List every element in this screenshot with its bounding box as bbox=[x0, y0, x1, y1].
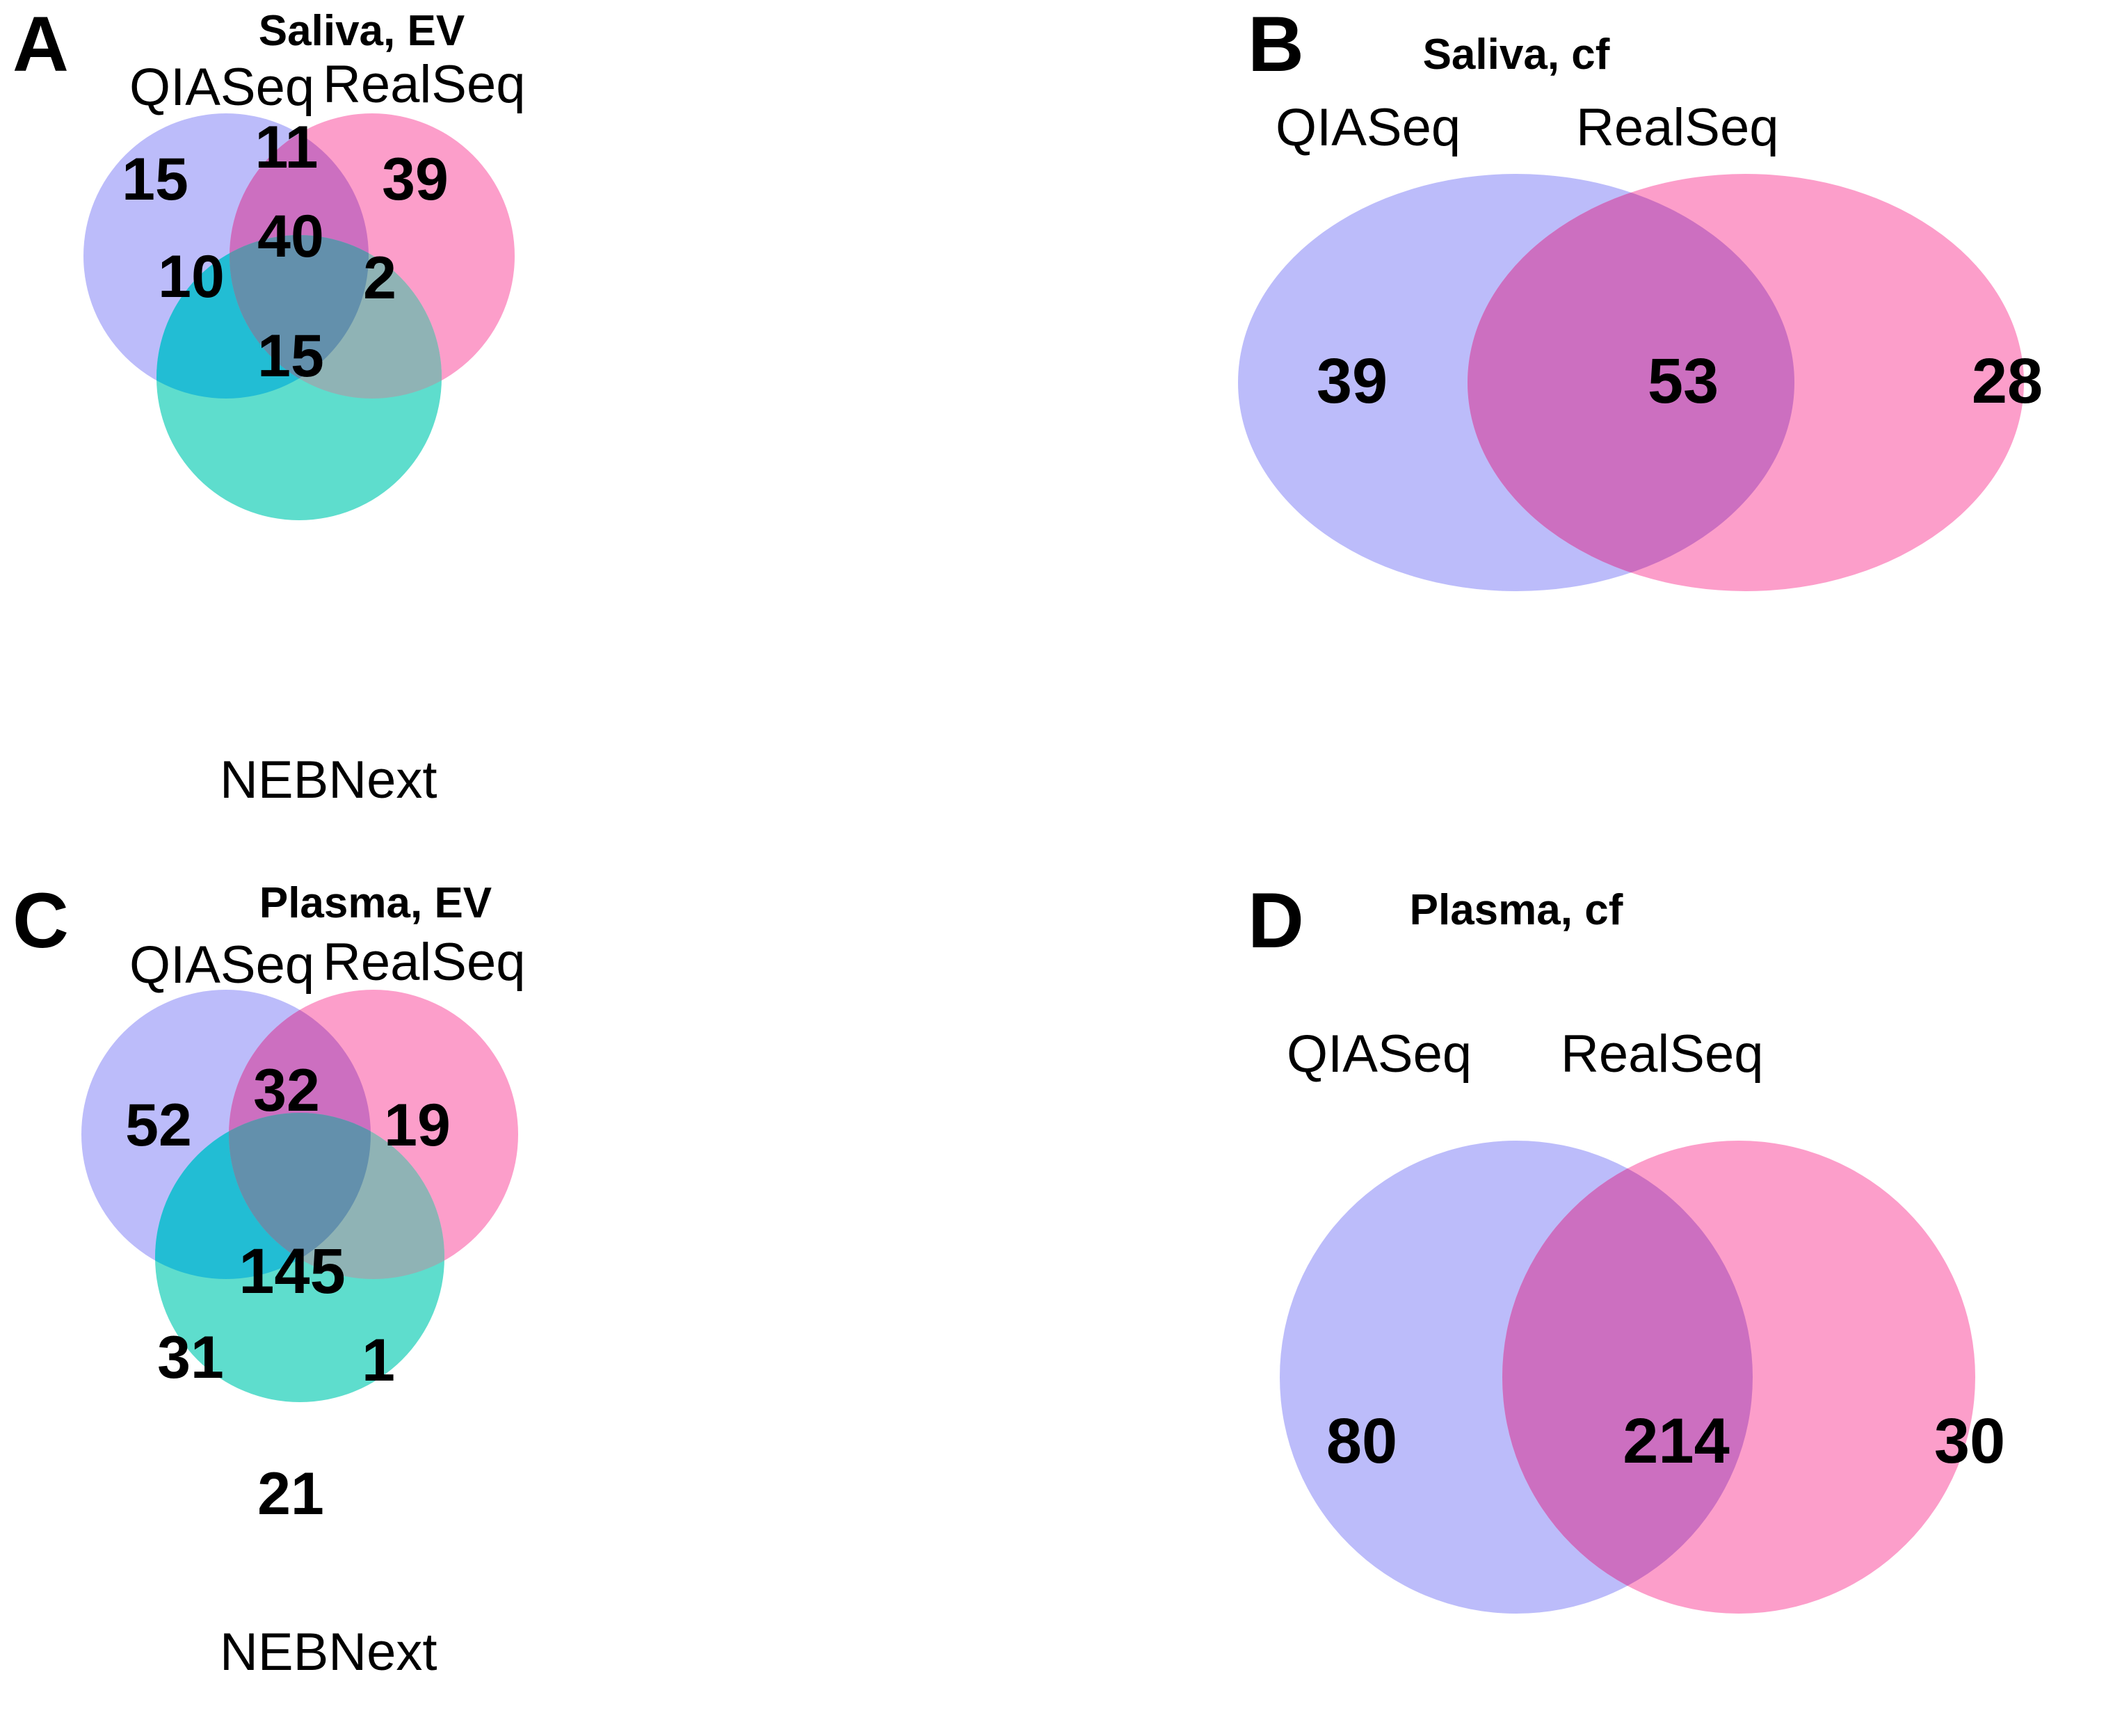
panel-b-venn-shapes bbox=[1238, 174, 2024, 591]
panel-c-count-qiaseq-only: 52 bbox=[125, 1092, 192, 1159]
panel-a-count-realseq-nebnext: 2 bbox=[363, 245, 396, 312]
panel-a-count-qiaseq-only: 15 bbox=[122, 146, 188, 213]
panel-b-count-realseq-only: 28 bbox=[1971, 346, 2043, 417]
panel-a-label-qiaseq: QIASeq bbox=[129, 58, 315, 117]
panel-d-venn-shapes bbox=[1280, 1141, 1975, 1614]
panel-a-count-qiaseq-realseq: 11 bbox=[255, 114, 319, 181]
venn-overlap-all-three bbox=[230, 235, 369, 399]
panel-a-count-realseq-only: 39 bbox=[382, 146, 449, 213]
venn-overlap-all-three bbox=[229, 1113, 371, 1279]
panel-c-count-realseq-nebnext: 1 bbox=[362, 1327, 395, 1394]
panel-b-letter: B bbox=[1248, 1, 1304, 88]
panel-d-title: Plasma, cf bbox=[1409, 886, 1623, 934]
panel-c-count-qiaseq-realseq: 32 bbox=[253, 1057, 320, 1124]
panel-d-count-qiaseq-only: 80 bbox=[1326, 1406, 1398, 1477]
panel-c-label-qiaseq: QIASeq bbox=[129, 935, 315, 995]
venn-overlap-qiaseq-realseq bbox=[1468, 174, 1794, 591]
panel-d-label-realseq: RealSeq bbox=[1561, 1024, 1764, 1084]
panel-c-label-nebnext: NEBNext bbox=[220, 1623, 437, 1682]
panel-d-count-shared: 214 bbox=[1623, 1406, 1730, 1477]
panel-c-count-all-three: 145 bbox=[239, 1236, 346, 1307]
panel-a-venn-shapes bbox=[83, 113, 515, 520]
panel-d-label-qiaseq: QIASeq bbox=[1287, 1024, 1472, 1084]
panel-c-title: Plasma, EV bbox=[259, 879, 492, 927]
panel-c: C Plasma, EV bbox=[0, 869, 1057, 1736]
panel-b: B Saliva, cf QIASeq RealSeq 39 53 28 bbox=[1057, 0, 2122, 869]
panel-c-letter: C bbox=[13, 877, 69, 964]
panel-a-count-nebnext-only: 15 bbox=[257, 323, 324, 389]
panel-a-title: Saliva, EV bbox=[258, 7, 465, 55]
panel-a-letter: A bbox=[13, 1, 69, 88]
panel-d-letter: D bbox=[1248, 877, 1304, 964]
venn-overlap-qiaseq-realseq bbox=[1502, 1141, 1753, 1614]
panel-a-label-nebnext: NEBNext bbox=[220, 750, 437, 810]
panel-b-title: Saliva, cf bbox=[1422, 31, 1610, 79]
panel-a-count-all-three: 40 bbox=[257, 203, 324, 270]
panel-a-label-realseq: RealSeq bbox=[323, 55, 526, 114]
panel-a: A Saliva, EV bbox=[0, 0, 1057, 869]
panel-c-count-qiaseq-nebnext: 31 bbox=[157, 1324, 224, 1391]
panel-a-count-qiaseq-nebnext: 10 bbox=[158, 243, 225, 310]
panel-c-count-realseq-only: 19 bbox=[384, 1092, 451, 1159]
panel-d: D Plasma, cf QIASeq RealSeq 80 214 30 bbox=[1057, 869, 2122, 1736]
panel-b-count-qiaseq-only: 39 bbox=[1316, 346, 1388, 417]
panel-b-label-realseq: RealSeq bbox=[1576, 98, 1779, 157]
panel-c-count-nebnext-only: 21 bbox=[257, 1461, 324, 1527]
panel-b-label-qiaseq: QIASeq bbox=[1276, 98, 1461, 157]
panel-d-count-realseq-only: 30 bbox=[1934, 1406, 2006, 1477]
panel-c-label-realseq: RealSeq bbox=[323, 933, 526, 992]
panel-b-count-shared: 53 bbox=[1647, 346, 1719, 417]
panel-c-venn-shapes bbox=[81, 990, 518, 1402]
